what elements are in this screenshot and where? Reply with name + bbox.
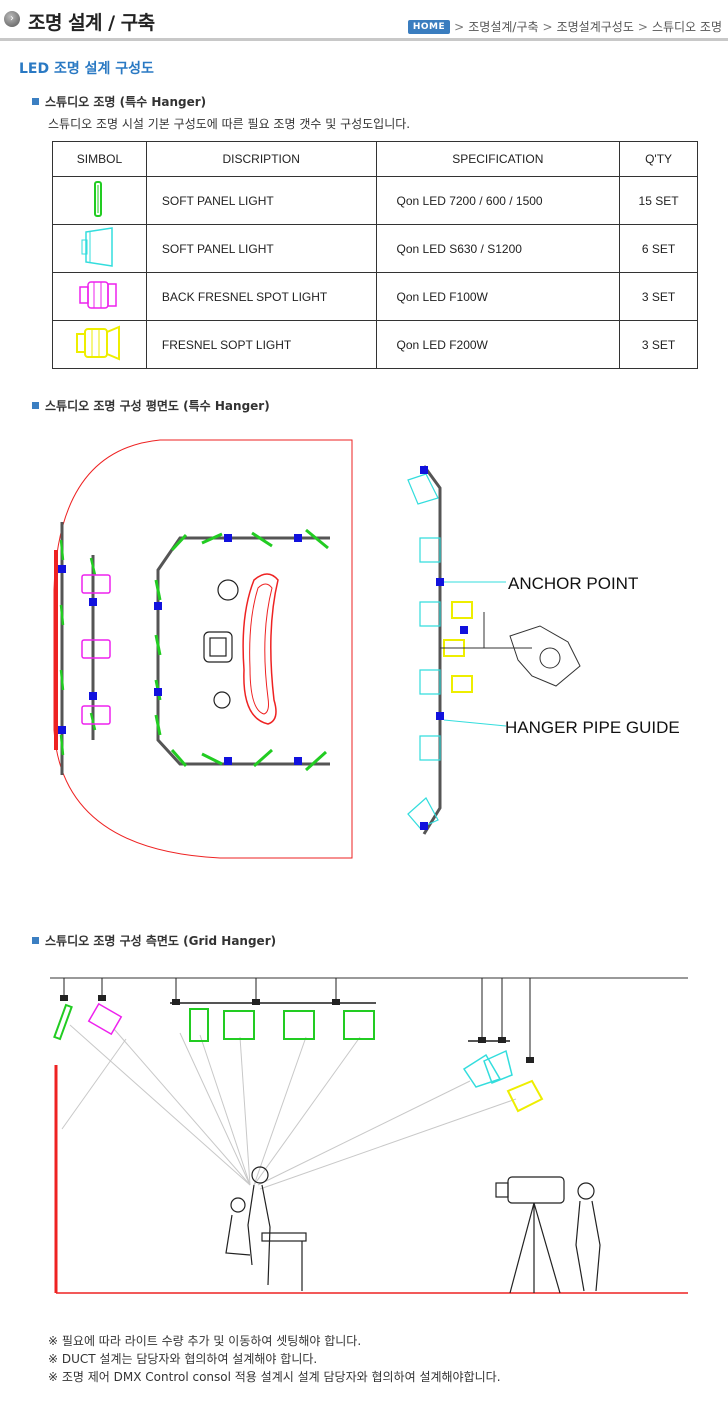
cyan-panel-icon xyxy=(52,224,147,273)
chevron-right-icon: > xyxy=(454,19,465,34)
yellow-fresnel-icon xyxy=(52,320,147,369)
table-cell: Qon LED S630 / S1200 xyxy=(375,224,621,273)
camera-group xyxy=(495,1176,601,1294)
chair-group xyxy=(203,579,239,709)
green-panel-group xyxy=(53,1003,375,1042)
green-panel-group xyxy=(154,528,329,772)
cyan-panel-group xyxy=(462,1049,513,1088)
chevron-right-icon: > xyxy=(542,19,553,34)
hanger-group xyxy=(63,978,531,1059)
yellow-fresnel-group xyxy=(506,1079,544,1113)
magenta-fresnel-icon xyxy=(52,272,147,321)
table-cell: 15 SET xyxy=(619,176,698,225)
camera-group xyxy=(440,612,581,687)
notes-list: ※ 필요에 따라 라이트 수량 추가 및 이동하여 셋팅해야 합니다. ※ DU… xyxy=(48,1332,501,1386)
table-row: SOFT PANEL LIGHT Qon LED 7200 / 600 / 15… xyxy=(52,176,698,225)
lighting-spec-table: SIMBOL DISCRIPTION SPECIFICATION Q'TY SO… xyxy=(52,141,698,369)
table-cell: 6 SET xyxy=(619,224,698,273)
table-cell: Qon LED F100W xyxy=(375,272,621,321)
presenter-group xyxy=(225,1166,307,1291)
hanger-pipe-label: HANGER PIPE GUIDE xyxy=(505,718,680,737)
subsection-heading: 스튜디오 조명 구성 측면도 (Grid Hanger) xyxy=(32,932,276,949)
cyan-panel-group xyxy=(407,473,441,829)
studio-floor-plan: ANCHOR POINT HANGER PIPE GUIDE xyxy=(53,439,680,859)
table-cell: FRESNEL SOPT LIGHT xyxy=(145,320,377,369)
subsection-heading: 스튜디오 조명 (특수 Hanger) xyxy=(32,93,206,110)
square-bullet-icon xyxy=(32,98,39,105)
breadcrumb-current: 스튜디오 조명 xyxy=(651,20,722,34)
table-cell: SOFT PANEL LIGHT xyxy=(145,176,377,225)
table-cell: BACK FRESNEL SPOT LIGHT xyxy=(145,272,377,321)
table-header-row: SIMBOL DISCRIPTION SPECIFICATION Q'TY xyxy=(52,141,698,177)
table-row: BACK FRESNEL SPOT LIGHT Qon LED F100W 3 … xyxy=(52,272,698,321)
green-panel-icon xyxy=(52,176,147,225)
column-header: Q'TY xyxy=(619,141,698,177)
table-cell: Qon LED 7200 / 600 / 1500 xyxy=(375,176,621,225)
anchor-point-group xyxy=(58,565,97,734)
column-header: SPECIFICATION xyxy=(375,141,621,177)
anchor-desk xyxy=(242,573,279,725)
anchor-point-label: ANCHOR POINT xyxy=(508,574,638,593)
studio-side-elevation xyxy=(50,977,688,1294)
yellow-fresnel-group xyxy=(443,601,473,693)
breadcrumb-item[interactable]: 조명설계/구축 xyxy=(468,20,539,34)
square-bullet-icon xyxy=(32,937,39,944)
table-row: SOFT PANEL LIGHT Qon LED S630 / S1200 6 … xyxy=(52,224,698,273)
table-row: FRESNEL SOPT LIGHT Qon LED F200W 3 SET xyxy=(52,320,698,369)
table-cell: SOFT PANEL LIGHT xyxy=(145,224,377,273)
anchor-point-group xyxy=(420,466,468,830)
clamp-group xyxy=(60,995,534,1063)
hanger-pipe-rail xyxy=(422,465,442,835)
anchor-point-group xyxy=(154,534,302,765)
page-header: › 조명 설계 / 구축 HOME > 조명설계/구축 > 조명설계구성도 > … xyxy=(0,0,728,44)
note-item: ※ 필요에 따라 라이트 수량 추가 및 이동하여 셋팅해야 합니다. xyxy=(48,1334,362,1348)
breadcrumb-home-link[interactable]: HOME xyxy=(407,19,451,34)
column-header: SIMBOL xyxy=(52,141,147,177)
u-hanger-pipe xyxy=(156,536,330,766)
section-title: LED 조명 설계 구성도 xyxy=(19,61,154,77)
table-cell: 3 SET xyxy=(619,272,698,321)
magenta-fresnel-group xyxy=(87,1002,123,1036)
subsection-description: 스튜디오 조명 시설 기본 구성도에 따른 필요 조명 갯수 및 구성도입니다. xyxy=(48,117,411,131)
subsection-heading-text: 스튜디오 조명 구성 측면도 (Grid Hanger) xyxy=(45,934,277,948)
breadcrumb-item[interactable]: 조명설계구성도 xyxy=(556,20,634,34)
subsection-heading: 스튜디오 조명 구성 평면도 (특수 Hanger) xyxy=(32,397,270,414)
chevron-right-icon: > xyxy=(637,19,648,34)
table-cell: Qon LED F200W xyxy=(375,320,621,369)
chevron-right-icon: › xyxy=(4,11,20,27)
header-divider xyxy=(0,38,728,41)
subsection-heading-text: 스튜디오 조명 구성 평면도 (특수 Hanger) xyxy=(45,399,270,413)
light-beams xyxy=(61,1024,517,1190)
subsection-heading-text: 스튜디오 조명 (특수 Hanger) xyxy=(45,95,207,109)
magenta-fresnel-group xyxy=(81,574,111,725)
green-panel-group xyxy=(59,539,97,756)
square-bullet-icon xyxy=(32,402,39,409)
breadcrumb: HOME > 조명설계/구축 > 조명설계구성도 > 스튜디오 조명 xyxy=(407,18,722,35)
note-item: ※ 조명 제어 DMX Control consol 적용 설계시 설계 담당자… xyxy=(48,1370,501,1384)
anchor-desk-inner xyxy=(249,583,273,715)
studio-outline xyxy=(53,439,353,859)
column-header: DISCRIPTION xyxy=(145,141,377,177)
table-cell: 3 SET xyxy=(619,320,698,369)
note-item: ※ DUCT 설계는 담당자와 협의하여 설계해야 합니다. xyxy=(48,1352,318,1366)
callout-lines xyxy=(443,581,507,727)
page-title: 조명 설계 / 구축 xyxy=(28,12,155,34)
